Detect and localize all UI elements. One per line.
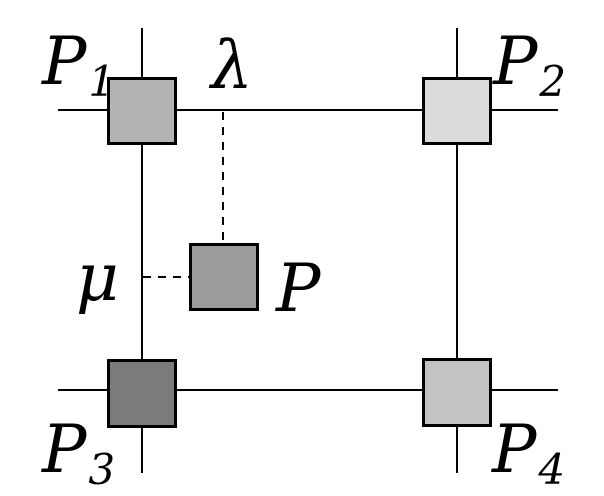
label-p-center: P: [276, 250, 321, 327]
mu-dashed-edge: [143, 276, 190, 278]
label-p4: P4: [492, 417, 565, 491]
label-p3-base: P: [42, 411, 87, 488]
node-p3-square: [107, 359, 177, 428]
edge-bottom-horizontal: [58, 389, 558, 391]
lambda-dashed-edge: [222, 112, 224, 243]
label-mu: μ: [76, 239, 119, 316]
label-p1-base: P: [42, 23, 87, 100]
edge-top-horizontal: [58, 109, 558, 111]
label-p2-subscript: 2: [539, 57, 567, 106]
node-p2-square: [422, 77, 492, 145]
node-p4-square: [422, 358, 492, 427]
label-p3-subscript: 3: [88, 445, 116, 494]
label-p2-base: P: [493, 23, 538, 100]
label-p4-subscript: 4: [538, 445, 566, 494]
edge-left-vertical: [141, 28, 143, 473]
node-p-center-square: [189, 243, 259, 311]
node-p1-square: [107, 77, 177, 145]
edge-right-vertical: [456, 28, 458, 473]
label-p4-base: P: [492, 411, 537, 488]
label-p3: P3: [42, 417, 115, 491]
label-p1: P1: [42, 29, 115, 103]
label-p2: P2: [493, 29, 566, 103]
label-p1-subscript: 1: [88, 57, 116, 106]
label-lambda: λ: [211, 27, 253, 104]
